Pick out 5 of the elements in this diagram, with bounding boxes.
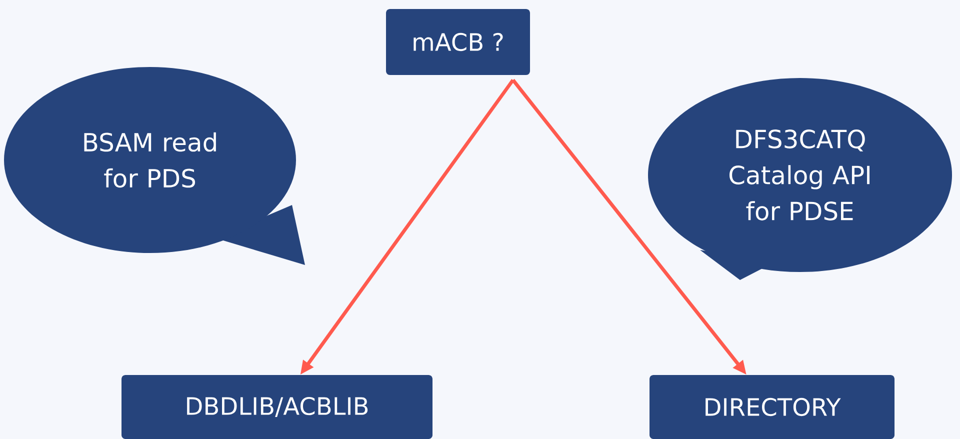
speech-bubble: BSAM read for PDS bbox=[4, 67, 305, 265]
speech-bubble: DFS3CATQ Catalog API for PDSE bbox=[648, 78, 952, 280]
label-box: DBDLIB/ACBLIB bbox=[122, 375, 432, 439]
label-box: mACB ? bbox=[386, 9, 530, 75]
label-box: DIRECTORY bbox=[650, 375, 894, 439]
